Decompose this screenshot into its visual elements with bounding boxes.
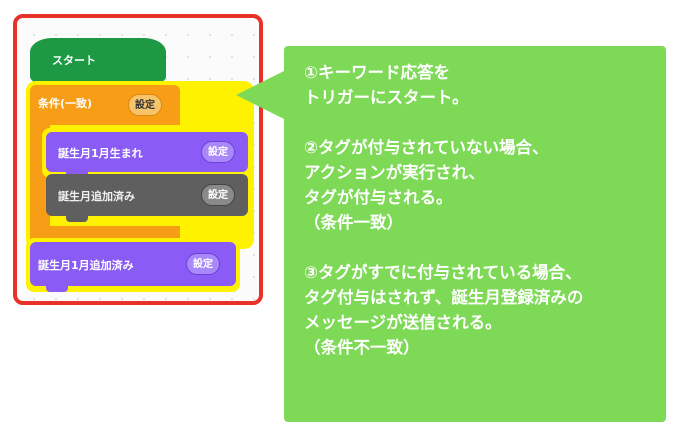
condition-settings-button[interactable]: 設定 — [128, 94, 162, 116]
bottom-settings-button[interactable]: 設定 — [186, 253, 220, 275]
registered-block[interactable]: 誕生月追加済み 設定 — [46, 174, 248, 216]
registered-block-label: 誕生月追加済み — [58, 190, 135, 203]
start-block-label: スタート — [52, 54, 96, 67]
condition-block-label: 条件(一致) — [38, 97, 93, 110]
callout-spacer — [304, 110, 666, 135]
bottom-tag-block-label: 誕生月1月追加済み — [38, 259, 134, 272]
callout-line: ③タグがすでに付与されている場合、 — [304, 263, 582, 282]
birthday-settings-button[interactable]: 設定 — [201, 141, 235, 163]
birthday-tag-block-label: 誕生月1月生まれ — [58, 147, 143, 160]
callout-line: タグ付与はされず、誕生月登録済みの — [304, 288, 584, 307]
condition-block[interactable]: 条件(一致) 設定 — [30, 85, 180, 125]
callout-line: （条件一致） — [304, 213, 403, 232]
callout-line: タグが付与される。 — [304, 188, 453, 207]
start-block[interactable]: スタート — [30, 38, 166, 82]
registered-settings-button[interactable]: 設定 — [201, 184, 235, 206]
callout-line: （条件不一致） — [304, 338, 420, 357]
callout-line: トリガーにスタート。 — [304, 88, 469, 107]
callout-spacer — [304, 235, 666, 260]
explanation-callout: ①キーワード応答を トリガーにスタート。 ②タグが付与されていない場合、 アクシ… — [284, 46, 666, 422]
block-notch — [46, 286, 68, 292]
callout-line: アクションが実行され、 — [304, 163, 485, 182]
callout-line: ②タグが付与されていない場合、 — [304, 138, 549, 157]
birthday-tag-block[interactable]: 誕生月1月生まれ 設定 — [46, 132, 248, 172]
block-notch — [66, 216, 88, 222]
bottom-tag-block[interactable]: 誕生月1月追加済み 設定 — [30, 242, 236, 286]
callout-line: ①キーワード応答を — [304, 63, 450, 82]
callout-line: メッセージが送信される。 — [304, 313, 502, 332]
